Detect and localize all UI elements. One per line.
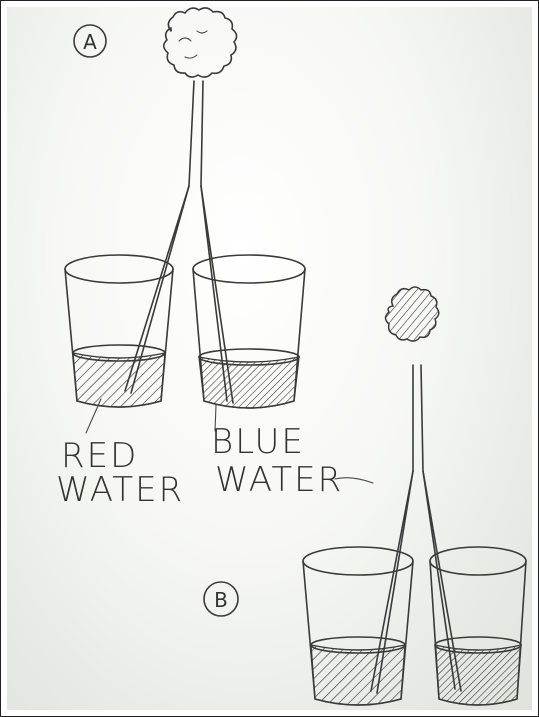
red-water-label-line2: WATER [56, 470, 184, 510]
stem-a [125, 81, 227, 401]
diagram-a: A [56, 8, 373, 510]
label-a: A [83, 30, 97, 54]
label-a-circle: A [74, 25, 106, 57]
flower-a-icon [164, 8, 237, 77]
label-b-circle: B [204, 582, 238, 616]
left-water-fill [311, 645, 405, 705]
label-b: B [214, 588, 228, 612]
glass-red [65, 255, 173, 407]
glass-b-right [430, 547, 526, 705]
glass-b-left [303, 547, 413, 705]
stem-b [371, 365, 455, 691]
flower-b-icon [386, 287, 439, 341]
blue-water-label-line2: WATER [215, 460, 343, 500]
right-water-fill [435, 645, 521, 705]
blue-water-label-line1: BLUE [211, 422, 305, 462]
glass-blue [193, 255, 305, 408]
